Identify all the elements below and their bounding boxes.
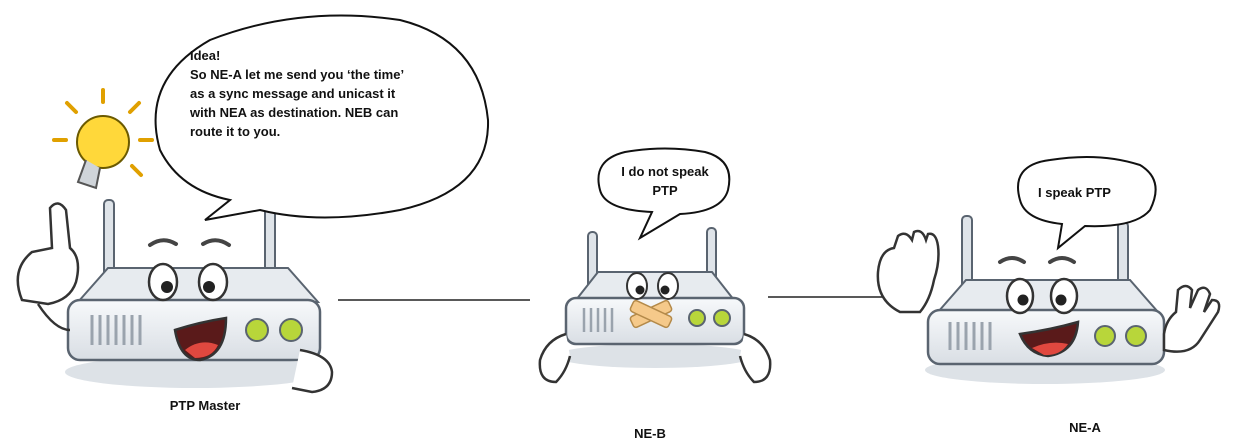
nea-bubble-text: I speak PTP — [1038, 183, 1111, 202]
ne-b-label: NE-B — [620, 426, 680, 441]
lightbulb-icon — [54, 90, 152, 188]
master-bubble-line: Idea! — [190, 46, 404, 65]
neb-bubble-line: I do not speak — [612, 162, 718, 181]
master-bubble-line: So NE-A let me send you ‘the time’ — [190, 65, 404, 84]
ptp-master-router — [18, 200, 332, 392]
ptp-master-label: PTP Master — [150, 398, 260, 413]
neb-bubble-line: PTP — [612, 181, 718, 200]
ne-a-label: NE-A — [1055, 420, 1115, 435]
nea-bubble-line: I speak PTP — [1038, 183, 1111, 202]
master-bubble-line: with NEA as destination. NEB can — [190, 103, 404, 122]
neb-bubble-text: I do not speak PTP — [612, 162, 718, 200]
master-bubble-line: as a sync message and unicast it — [190, 84, 404, 103]
nea-speech-bubble — [1018, 157, 1156, 248]
ne-b-router — [540, 228, 770, 382]
master-bubble-text: Idea! So NE-A let me send you ‘the time’… — [190, 46, 404, 141]
master-bubble-line: route it to you. — [190, 122, 404, 141]
ne-a-router — [878, 216, 1219, 384]
